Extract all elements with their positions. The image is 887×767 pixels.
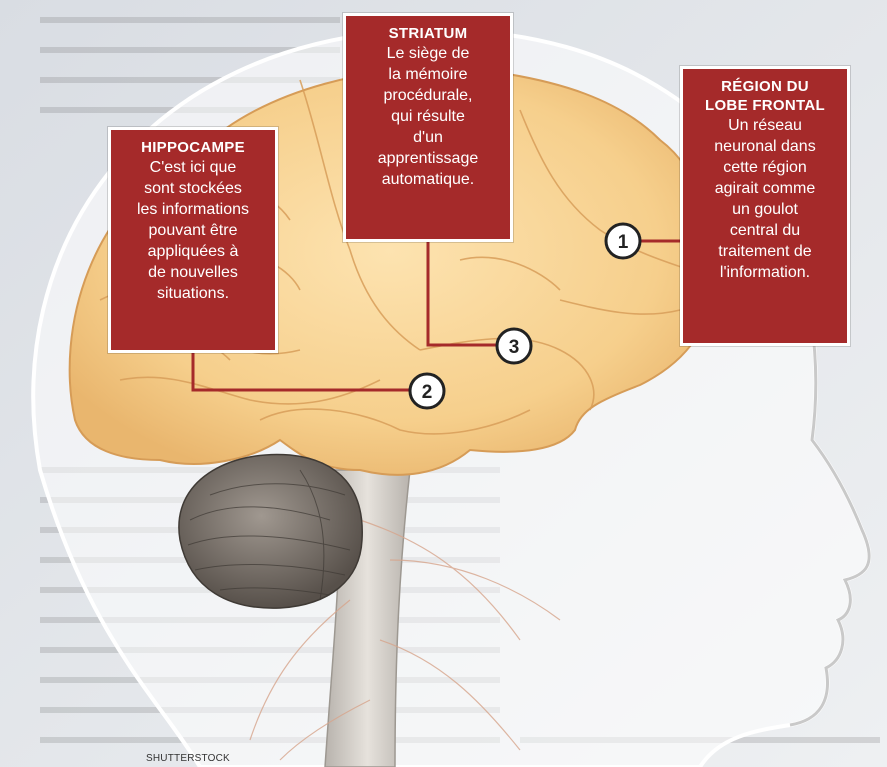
photo-credit: SHUTTERSTOCK — [146, 753, 230, 765]
marker-2-label: 2 — [422, 382, 433, 403]
callout-striatum: STRIATUM Le siège de la mémoire procédur… — [343, 13, 513, 242]
callout-frontal-title: RÉGION DU LOBE FRONTAL — [691, 77, 839, 115]
marker-3-label: 3 — [509, 337, 520, 358]
marker-2: 2 — [410, 374, 444, 408]
callout-striatum-title: STRIATUM — [354, 24, 502, 43]
callout-striatum-body: Le siège de la mémoire procédurale, qui … — [354, 43, 502, 190]
callout-hippocampe-title: HIPPOCAMPE — [119, 138, 267, 157]
callout-hippocampe: HIPPOCAMPE C'est ici que sont stockées l… — [108, 127, 278, 353]
marker-1: 1 — [606, 224, 640, 258]
callout-hippocampe-body: C'est ici que sont stockées les informat… — [119, 157, 267, 304]
cerebellum — [179, 454, 362, 608]
marker-1-label: 1 — [618, 232, 629, 253]
callout-frontal-lobe: RÉGION DU LOBE FRONTAL Un réseau neurona… — [680, 66, 850, 346]
callout-frontal-body: Un réseau neuronal dans cette région agi… — [691, 115, 839, 283]
marker-3: 3 — [497, 329, 531, 363]
